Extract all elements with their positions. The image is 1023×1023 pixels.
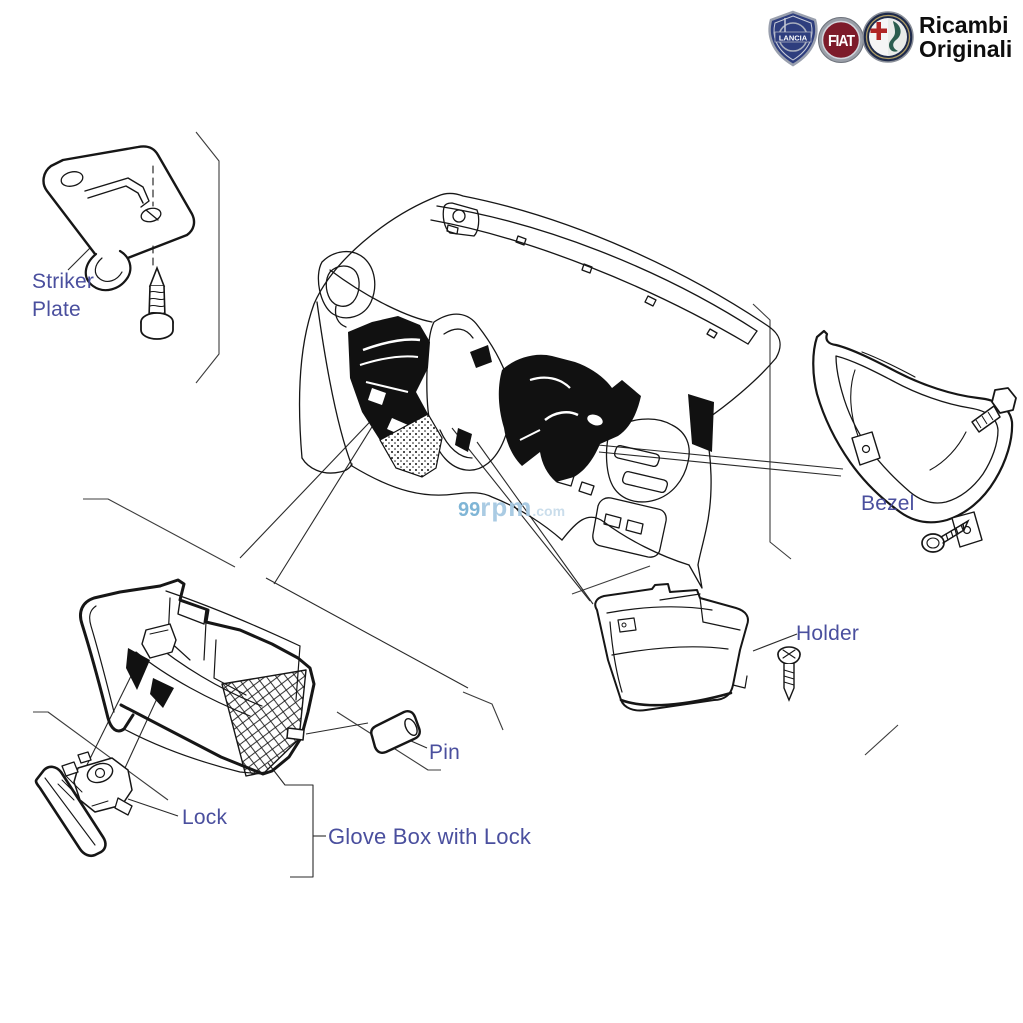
- watermark-part2: rpm: [480, 492, 533, 522]
- pin-drawing: [370, 710, 421, 754]
- brand-title-line2: Originali: [919, 36, 1013, 63]
- watermark: 99rpm.com: [458, 492, 565, 523]
- bezel-drawing: [812, 329, 1014, 548]
- bezel-screw-icon: [921, 519, 970, 553]
- lock-drawing: [34, 751, 133, 858]
- striker-plate-drawing: [42, 145, 196, 292]
- zone-boundary-lines: [33, 131, 899, 801]
- lancia-logo-icon: LANCIA: [768, 10, 818, 67]
- lancia-logo-text: LANCIA: [779, 34, 808, 43]
- holder-screw-icon: [777, 646, 801, 702]
- label-pin: Pin: [429, 741, 460, 764]
- fiat-logo-text: FIAT: [828, 32, 856, 50]
- alfa-romeo-logo-icon: [862, 11, 914, 63]
- striker-screw-icon: [140, 265, 174, 340]
- label-striker-plate: Striker Plate: [32, 270, 95, 321]
- brand-title: Ricambi Originali: [919, 13, 1012, 62]
- bezel-bolt-icon: [971, 387, 1017, 433]
- dashboard-drawing: [298, 192, 781, 589]
- dashboard-openings: [348, 316, 714, 482]
- glove-box-drawing: [79, 578, 316, 777]
- holder-drawing: [594, 583, 749, 712]
- label-holder: Holder: [796, 622, 860, 645]
- label-glove-box-with-lock: Glove Box with Lock: [328, 824, 532, 849]
- label-bezel: Bezel: [861, 492, 915, 515]
- label-lock: Lock: [182, 806, 228, 829]
- watermark-part1: 99: [458, 499, 481, 521]
- leader-lines: [67, 242, 940, 878]
- fiat-logo-icon: FIAT: [818, 17, 864, 63]
- brand-title-line1: Ricambi: [919, 12, 1009, 38]
- watermark-part3: .com: [532, 503, 566, 519]
